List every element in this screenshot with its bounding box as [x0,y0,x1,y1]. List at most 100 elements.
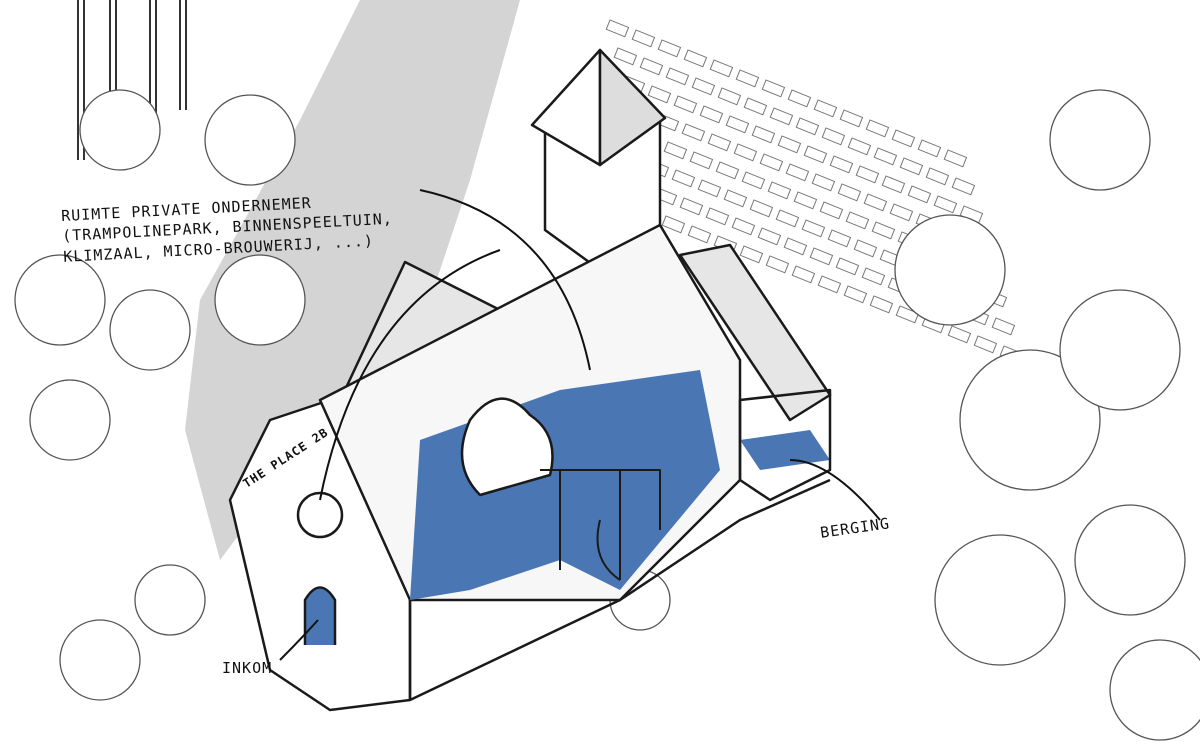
tree [204,94,296,186]
parking-slot [681,123,706,142]
parking-slot [813,99,838,118]
parking-slot [791,265,816,284]
parking-slot [845,211,870,230]
parking-slot [689,151,714,170]
parking-slot [697,179,722,198]
parking-slot [839,109,864,128]
tree [934,534,1066,666]
parking-slot [787,89,812,108]
parking-slot [869,295,894,314]
tree [1074,504,1186,616]
parking-slot [725,115,750,134]
parking-slot [829,155,854,174]
parking-slot [917,139,942,158]
parking-slot [661,215,686,234]
parking-slot [631,29,656,48]
parking-slot [705,207,730,226]
parking-slot [671,169,696,188]
tree [1049,89,1151,191]
parking-slot [817,275,842,294]
parking-slot [765,255,790,274]
parking-slot [835,257,860,276]
trees [14,89,1200,741]
parking-slot [827,229,852,248]
parking-slot [723,189,748,208]
parking-slot [991,317,1016,336]
parking-slot [613,47,638,66]
parking-slot [843,285,868,304]
tree [214,254,306,346]
parking-slot [873,147,898,166]
parking-slot [749,199,774,218]
tree [29,379,111,461]
parking-slot [735,69,760,88]
entrance-label: Inkom [222,659,273,677]
parking-slot [605,19,630,38]
parking-slot [793,191,818,210]
tree [79,89,161,171]
parking-slot [889,203,914,222]
parking-slot [783,237,808,256]
parking-slot [947,325,972,344]
parking-slot [743,97,768,116]
parking-slot [761,79,786,98]
parking-slot [871,221,896,240]
parking-slot [769,107,794,126]
parking-slot [943,149,968,168]
parking-slot [785,163,810,182]
parking-slot [759,153,784,172]
parking-slot [847,137,872,156]
parking-slot [751,125,776,144]
tree [1059,289,1181,411]
parking-slot [715,161,740,180]
parking-slot [673,95,698,114]
tree [134,564,206,636]
floor-blue-annex [740,430,830,470]
parking-slot [717,87,742,106]
parking-slot [925,167,950,186]
parking-slot [811,173,836,192]
parking-slot [853,239,878,258]
parking-slot [647,85,672,104]
parking-slot [973,335,998,354]
pylons [77,0,187,160]
parking-slot [863,193,888,212]
parking-slot [933,195,958,214]
parking-slot [777,135,802,154]
parking-slot [855,165,880,184]
parking-slot [865,119,890,138]
leader-lines [279,189,881,661]
church [228,48,832,712]
parking-slot [899,157,924,176]
parking-slot [687,225,712,244]
parking-slot [639,57,664,76]
parking-slot [691,77,716,96]
parking-slot [801,219,826,238]
parking-slot [819,201,844,220]
parking-slot [837,183,862,202]
parking-slot [707,133,732,152]
parking-slot [907,185,932,204]
parking-slot [663,141,688,160]
parking-slot [767,181,792,200]
tree [1109,639,1200,741]
parking-slot [733,143,758,162]
parking-slot [683,49,708,68]
parking-slot [699,105,724,124]
parking-slot [881,175,906,194]
parking-slot [821,127,846,146]
parking-slot [741,171,766,190]
parking-slot [895,305,920,324]
parking-slot [739,245,764,264]
parking-slot [709,59,734,78]
parking-slot [803,145,828,164]
parking-slot [757,227,782,246]
parking-slot [891,129,916,148]
tree [109,289,191,371]
parking-slot [951,177,976,196]
parking-slot [731,217,756,236]
parking-slot [657,39,682,58]
parking-slot [679,197,704,216]
